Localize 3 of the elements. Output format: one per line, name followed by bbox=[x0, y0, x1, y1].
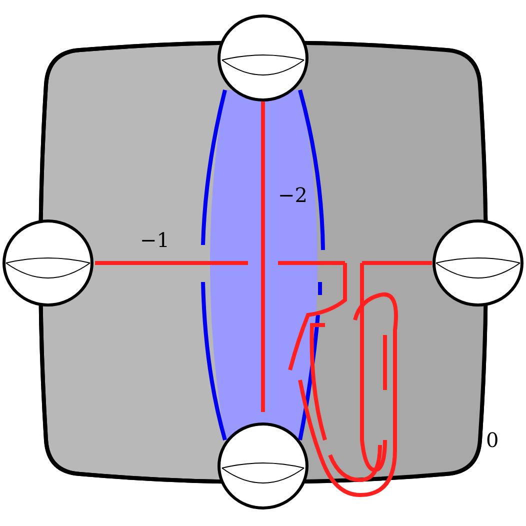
framing-label: −1 bbox=[140, 229, 170, 251]
framing-label: 0 bbox=[486, 429, 499, 451]
framing-label: −2 bbox=[278, 184, 308, 206]
